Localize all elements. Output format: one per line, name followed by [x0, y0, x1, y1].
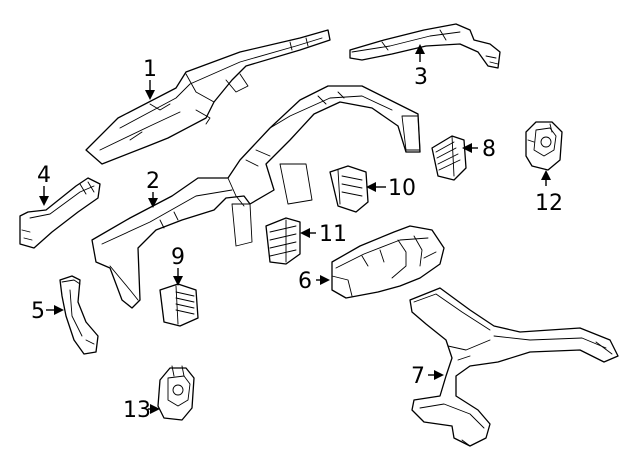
callout-labels: 1 2 3 4 5 6 7 8 9 10 11 12 13	[31, 57, 563, 423]
callout-10: 10	[388, 176, 416, 201]
callout-12: 12	[535, 191, 563, 216]
arrow-5	[54, 305, 64, 315]
callout-1: 1	[143, 57, 157, 82]
part-6-center-duct	[331, 225, 445, 299]
arrow-10	[366, 182, 376, 192]
part-12-actuator	[525, 121, 563, 171]
part-3-side-duct	[349, 23, 501, 69]
part-5-lower-left-duct	[59, 275, 99, 355]
callout-11: 11	[319, 222, 347, 247]
arrow-13	[150, 404, 160, 414]
part-2-main-duct	[91, 85, 421, 309]
callout-2: 2	[146, 169, 160, 194]
callout-4: 4	[37, 163, 51, 188]
leader-lines	[39, 44, 551, 414]
callout-9: 9	[171, 245, 185, 270]
callout-3: 3	[414, 65, 428, 90]
callout-6: 6	[298, 269, 312, 294]
part-8-vent	[431, 135, 467, 181]
arrow-11	[300, 228, 310, 238]
callout-5: 5	[31, 299, 45, 324]
arrow-3	[415, 44, 425, 54]
callout-8: 8	[482, 137, 496, 162]
arrow-7	[434, 370, 444, 380]
part-10-vent	[329, 165, 369, 213]
part-4-left-riser	[19, 177, 101, 249]
callout-13: 13	[123, 398, 151, 423]
arrow-4	[39, 196, 49, 206]
part-7-floor-duct	[409, 287, 619, 447]
part-11-vent	[265, 217, 301, 265]
arrow-9	[173, 276, 183, 286]
arrow-6	[320, 275, 330, 285]
part-1-defroster-duct	[85, 29, 331, 165]
arrow-2	[148, 198, 158, 208]
part-9-vent	[159, 283, 199, 327]
arrow-12	[541, 170, 551, 180]
arrow-1	[145, 90, 155, 100]
arrow-8	[462, 143, 472, 153]
callout-7: 7	[411, 364, 425, 389]
part-13-actuator	[157, 365, 195, 421]
